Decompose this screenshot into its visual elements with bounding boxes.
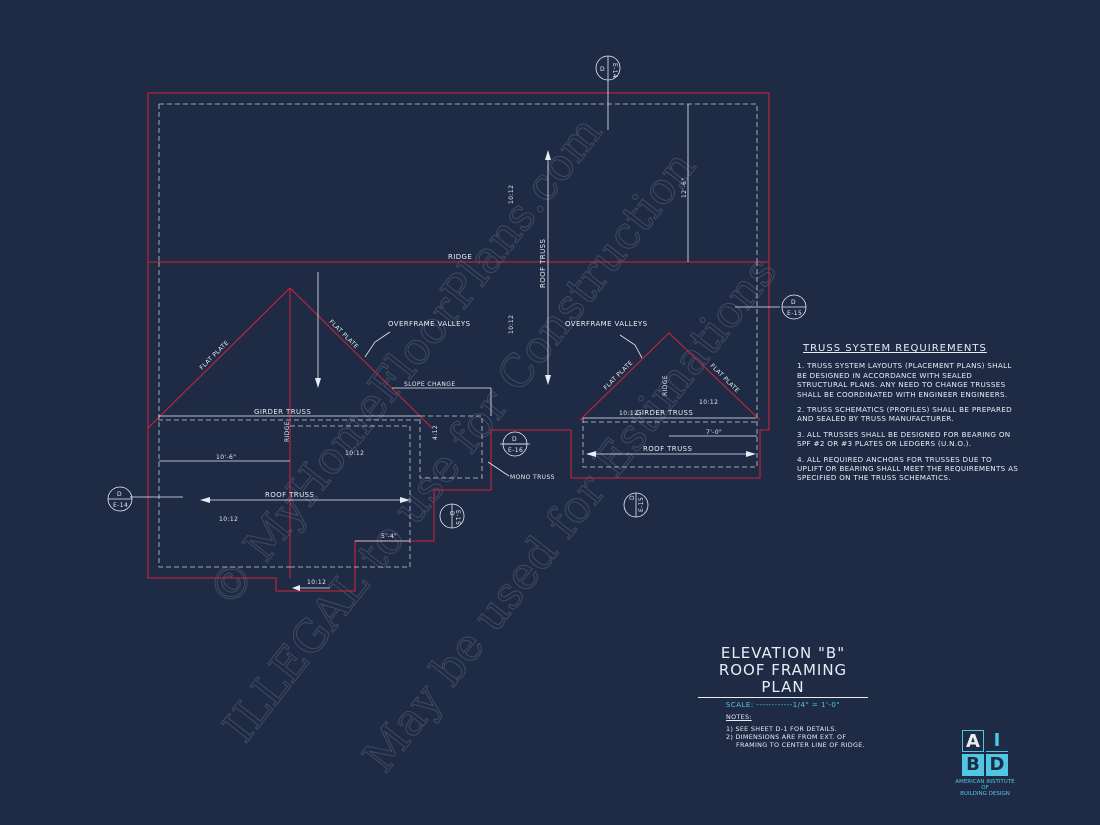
right-gable-hip (579, 332, 761, 421)
overframe-valleys-right: OVERFRAME VALLEYS (565, 320, 648, 328)
callout-sheet: E-15 (787, 310, 802, 317)
dim-right: 7'-0" (706, 429, 722, 436)
leader-overframe-left (364, 331, 391, 358)
roof-edge-outline (147, 92, 770, 592)
roof-truss-right-label: ROOF TRUSS (643, 445, 692, 453)
roof-truss-label: ROOF TRUSS (265, 491, 314, 499)
logo-letter: I (986, 730, 1008, 752)
note-item: 2) DIMENSIONS ARE FROM EXT. OF (726, 733, 847, 741)
logo-org-line1: AMERICAN INSTITUTE (955, 779, 1015, 785)
requirement-item: 2. TRUSS SCHEMATICS (PROFILES) SHALL BE … (797, 405, 1012, 424)
logo-mark: A I B D (962, 730, 1008, 776)
arrow-head (292, 585, 300, 591)
callout-sheet: E-14 (113, 502, 128, 509)
ridge-right-vertical: RIDGE (662, 375, 669, 396)
truss-system-requirements: TRUSS SYSTEM REQUIREMENTS 1. TRUSS SYSTE… (797, 343, 1019, 489)
pitch-mono: 4:12 (432, 425, 439, 440)
section-callout-bottom-mid[interactable]: D E-15 (439, 503, 465, 529)
arrow-head (586, 451, 596, 457)
title-block: ELEVATION "B" ROOF FRAMING PLAN SCALE: -… (698, 645, 868, 709)
title-plan-name: ROOF FRAMING PLAN (698, 662, 868, 698)
requirement-item: 4. ALL REQUIRED ANCHORS FOR TRUSSES DUE … (797, 454, 1019, 483)
callout-sheet: E-15 (638, 497, 645, 512)
flat-plate-right-b: FLAT PLATE (709, 362, 741, 394)
slope-change-label: SLOPE CHANGE (404, 381, 456, 388)
pitch-left-wing-lower: 10:12 (219, 516, 238, 523)
arrow-head-up (545, 150, 551, 160)
pitch-bottom: 10:12 (307, 579, 326, 586)
callout-letter: D (117, 491, 122, 498)
callout-letter: D (629, 495, 636, 500)
logo-org-line3: BUILDING DESIGN (960, 791, 1010, 797)
wall-line-lower-left (158, 262, 411, 568)
note-item: FRAMING TO CENTER LINE OF RIDGE. (736, 741, 865, 749)
leader-overframe-right (619, 334, 643, 359)
wall-line-right (582, 262, 758, 468)
arrow-head (400, 497, 410, 503)
requirements-heading: TRUSS SYSTEM REQUIREMENTS (803, 343, 987, 354)
section-callout-top[interactable]: D E-14 (595, 55, 621, 81)
title-scale: SCALE: ------------1/4" = 1'-0" (725, 701, 841, 709)
flat-plate-left: FLAT PLATE (198, 339, 230, 371)
dim-bay: 5'-4" (381, 533, 397, 540)
callout-sheet: E-16 (508, 447, 523, 454)
wall-line-upper (158, 103, 758, 262)
girder-truss-label: GIRDER TRUSS (254, 408, 311, 416)
notes-heading: NOTES: (726, 713, 752, 721)
roof-truss-vertical-label: ROOF TRUSS (539, 239, 547, 288)
callout-sheet: E-14 (611, 63, 618, 78)
ridge-left-vertical: RIDGE (284, 421, 291, 442)
callout-letter: D (448, 511, 455, 516)
requirement-item: 3. ALL TRUSSES SHALL BE DESIGNED FOR BEA… (797, 429, 1011, 449)
logo-letter: A (962, 730, 984, 752)
note-item: 1) SEE SHEET D-1 FOR DETAILS. (726, 725, 838, 733)
callout-sheet: E-15 (454, 510, 461, 525)
leader-mono-truss (487, 461, 510, 477)
logo-letter: B (962, 754, 984, 776)
pitch-left-wing: 10:12 (345, 450, 364, 457)
overframe-valleys-left: OVERFRAME VALLEYS (388, 320, 471, 328)
pitch-main-upper: 10:12 (508, 185, 515, 204)
requirement-item: 1. TRUSS SYSTEM LAYOUTS (PLACEMENT PLANS… (797, 361, 1012, 399)
callout-letter: D (600, 66, 605, 73)
dim-top: 12'-6" (681, 178, 688, 198)
section-callout-left[interactable]: D E-14 (107, 486, 133, 512)
wall-line-mid (419, 415, 483, 479)
mono-truss-label: MONO TRUSS (510, 474, 555, 481)
callout-letter: D (512, 436, 517, 443)
logo-org-line2: OF (981, 785, 989, 791)
ridge-label: RIDGE (448, 253, 472, 261)
dim-left: 10'-6" (216, 454, 236, 461)
section-callout-mid[interactable]: D E-16 (502, 431, 528, 457)
aibd-logo: A I B D AMERICAN INSTITUTE OF BUILDING D… (950, 730, 1020, 797)
flat-plate-mid: FLAT PLATE (328, 318, 360, 350)
title-elevation: ELEVATION "B" (720, 644, 846, 662)
arrow-head-down (545, 375, 551, 385)
logo-letter: D (986, 754, 1008, 776)
arrow-head (200, 497, 210, 503)
notes-block: NOTES: 1) SEE SHEET D-1 FOR DETAILS. 2) … (726, 713, 865, 749)
pitch-right-a: 10:12 (619, 410, 638, 417)
flat-plate-right-a: FLAT PLATE (602, 359, 634, 391)
girder-truss-right-label: GIRDER TRUSS (636, 409, 693, 417)
arrow-head (315, 378, 321, 388)
pitch-right-b: 10:12 (699, 399, 718, 406)
section-callout-bottom-right[interactable]: D E-15 (623, 492, 649, 518)
section-callout-right[interactable]: D E-15 (781, 294, 807, 320)
callout-letter: D (791, 299, 796, 306)
arrow-head (746, 451, 756, 457)
pitch-main-lower: 10:12 (508, 315, 515, 334)
